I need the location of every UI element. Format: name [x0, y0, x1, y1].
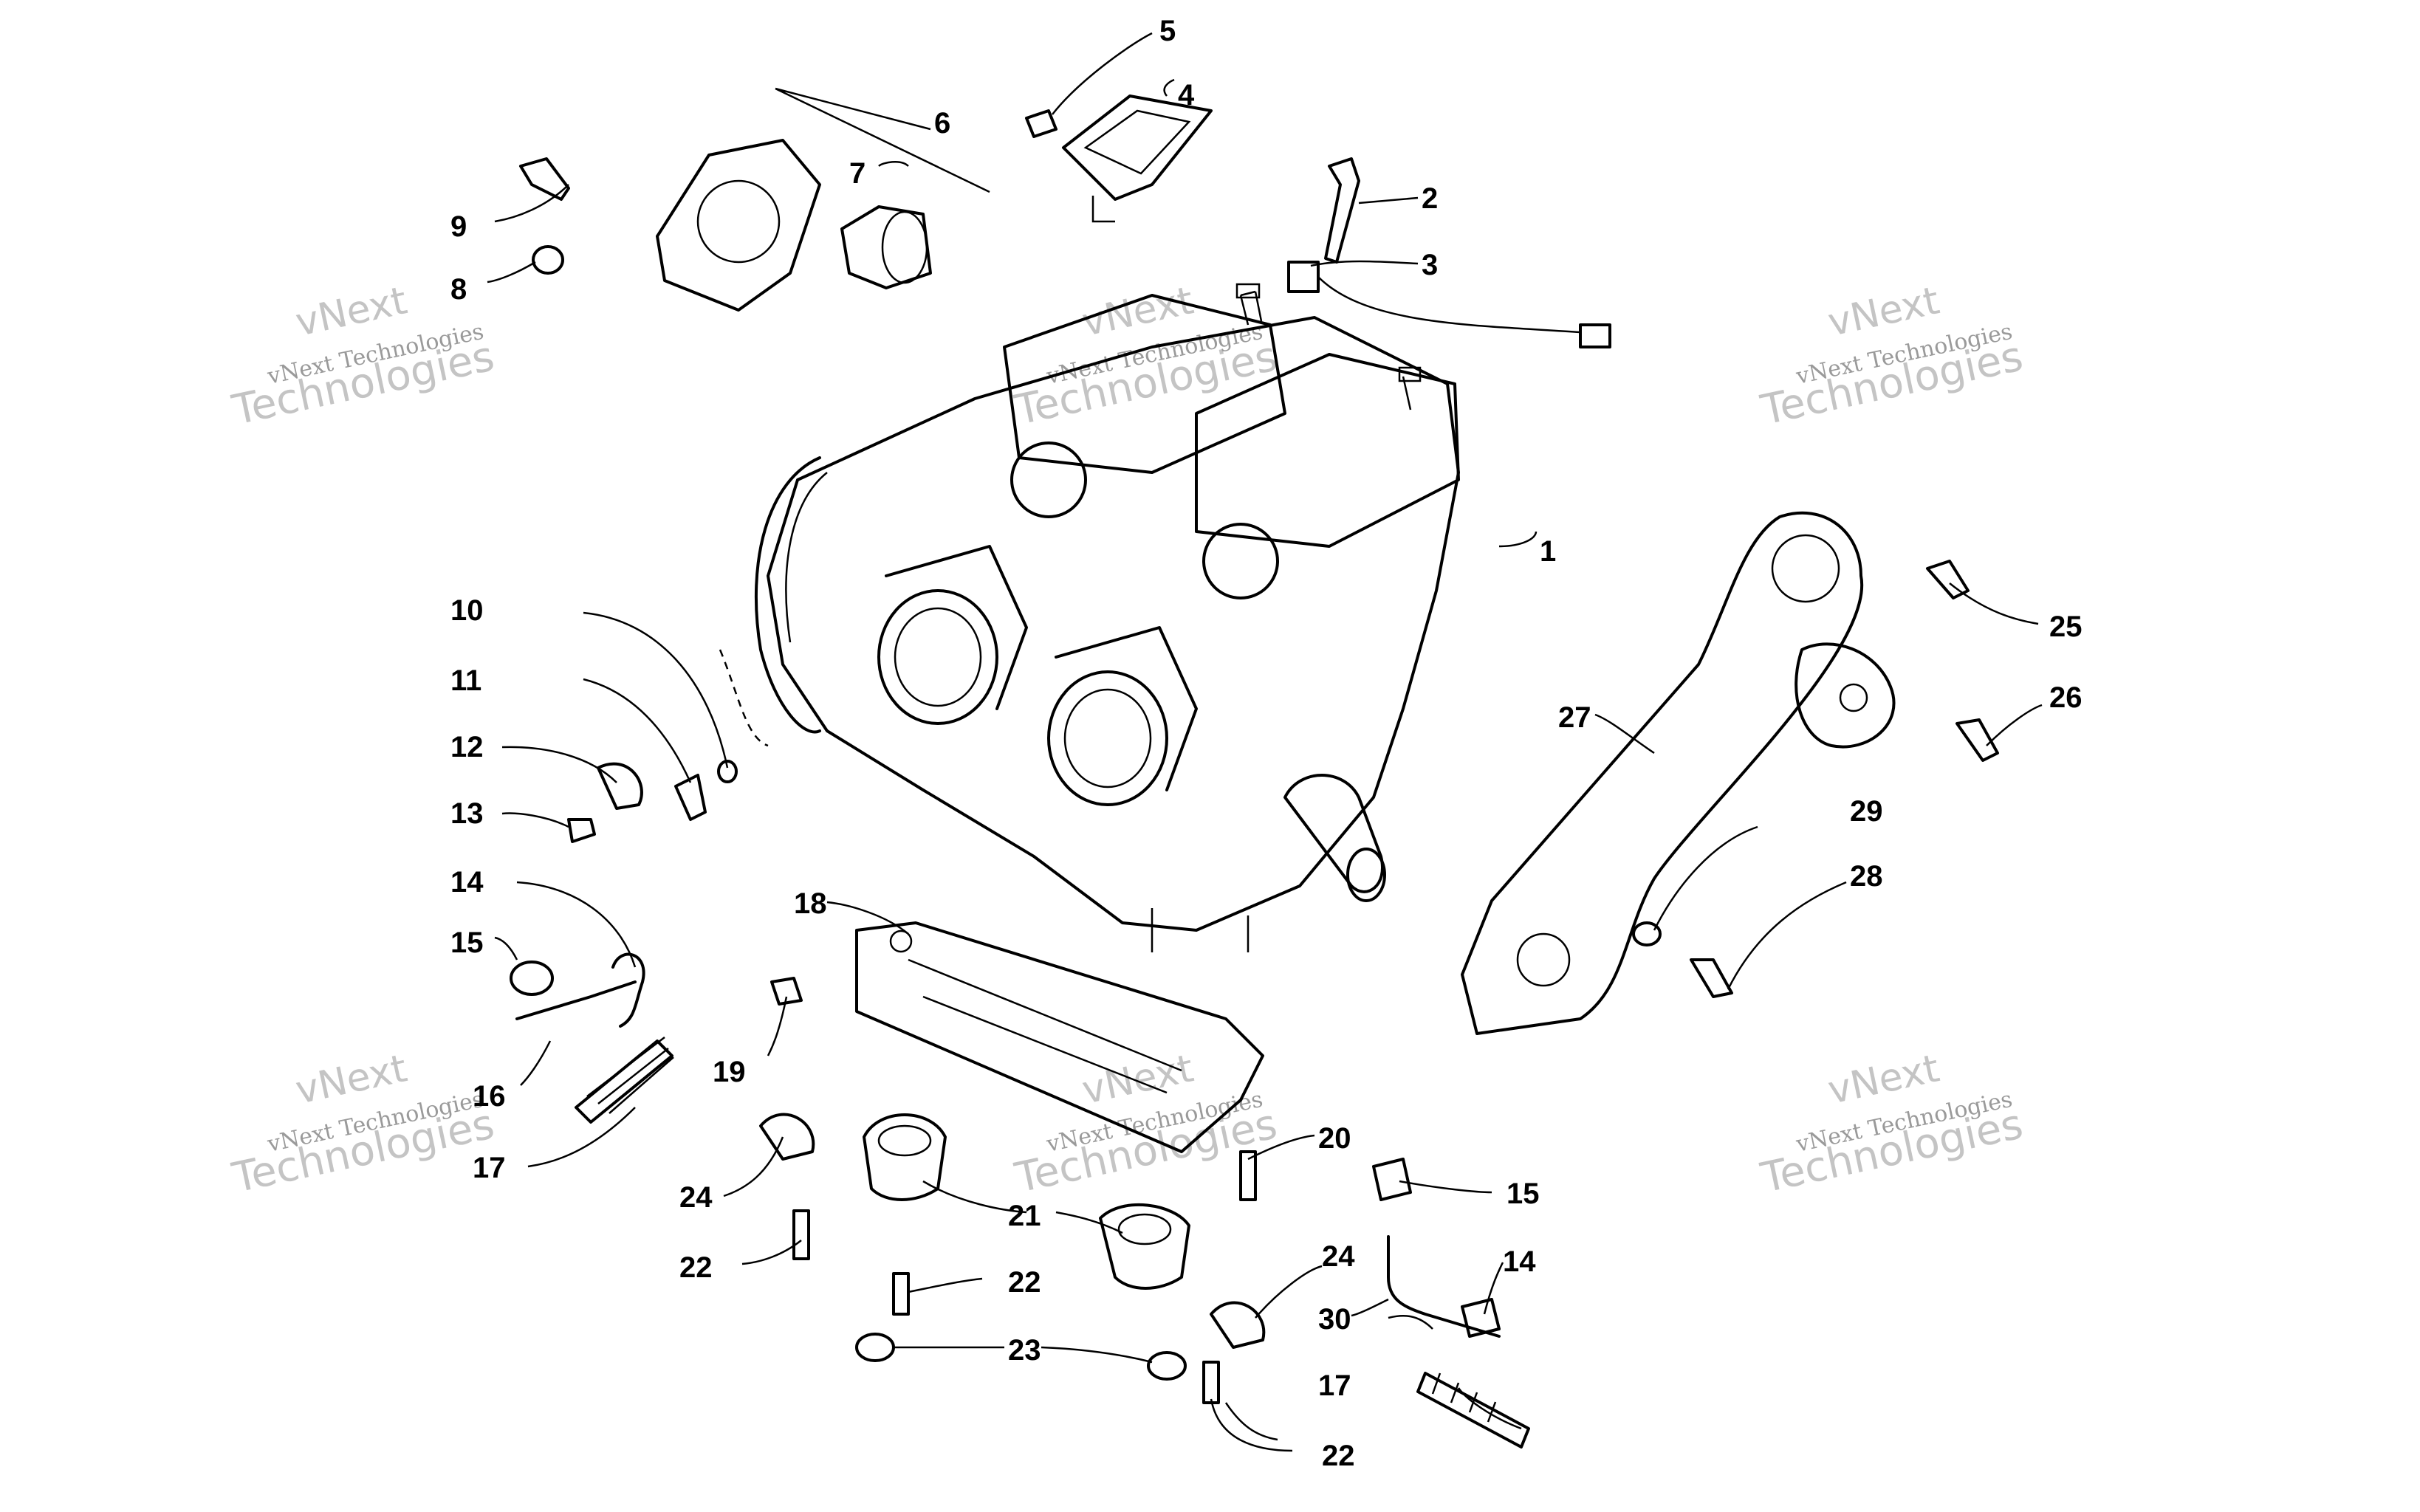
callout-14b: 14: [1503, 1245, 1536, 1278]
callout-6: 6: [934, 107, 950, 140]
handle-clip: [1025, 109, 1058, 138]
bolt-22a: [792, 1209, 810, 1260]
watermark-right-top: vNext Technologies vNext Technologies: [1756, 278, 2026, 434]
callout-22a: 22: [679, 1251, 713, 1284]
engine-block: [754, 283, 1460, 952]
callouts: 1 2 3 4 5 6 7 8 9 10 11 12 13 14 15 16 1…: [450, 15, 2083, 1472]
temp-sensor: [1287, 261, 1611, 348]
callout-22b: 22: [1008, 1266, 1041, 1299]
hose-assembly-right: [1387, 1235, 1501, 1338]
callout-18: 18: [794, 887, 827, 920]
clip-11: [674, 774, 707, 821]
callout-26: 26: [2049, 681, 2083, 714]
nut-10: [717, 760, 738, 783]
watermark-left-bottom: vNext Technologies vNext Technologies: [227, 1046, 498, 1202]
callout-17b: 17: [1318, 1370, 1351, 1402]
engine-mount-plate: [855, 921, 1264, 1153]
rubber-mount-left: [863, 1113, 947, 1201]
callout-10: 10: [450, 594, 484, 627]
washer-29: [1632, 921, 1662, 946]
bolt-19: [770, 977, 803, 1006]
spring-left: [575, 1037, 674, 1124]
callout-20: 20: [1318, 1122, 1351, 1155]
nut-23-right: [1147, 1351, 1187, 1381]
strap-24-right: [1210, 1301, 1266, 1349]
bolt-22c: [1202, 1361, 1220, 1404]
callout-7: 7: [849, 157, 865, 190]
fuel-line-dashed: [719, 649, 769, 747]
nut-13: [567, 818, 596, 843]
bolt-28: [1690, 958, 1733, 998]
callout-1: 1: [1540, 535, 1556, 568]
engine-bracket: [1461, 511, 1896, 1035]
bolt-22b: [892, 1272, 910, 1316]
watermark-center-top: vNext Technologies vNext Technologies: [1010, 278, 1281, 434]
recoil-pulley: [840, 205, 932, 289]
callout-13: 13: [450, 797, 484, 830]
watermark-brand: vNext: [1824, 1046, 1943, 1113]
callout-28: 28: [1850, 860, 1883, 893]
watermark-brand: vNext: [292, 278, 411, 345]
bolt-9: [519, 157, 570, 201]
callout-21: 21: [1008, 1200, 1041, 1232]
callout-30: 30: [1318, 1303, 1351, 1336]
watermark-right-bottom: vNext Technologies vNext Technologies: [1756, 1046, 2026, 1202]
washer-8: [532, 245, 564, 275]
callout-25: 25: [2049, 611, 2083, 643]
pull-handle: [1062, 94, 1213, 223]
callout-3: 3: [1422, 249, 1438, 281]
callout-15a: 15: [450, 927, 484, 959]
hose-assembly-left: [510, 952, 645, 1028]
bolt-25: [1926, 560, 1970, 599]
callout-15b: 15: [1506, 1178, 1540, 1210]
bolt-20: [1239, 1150, 1257, 1201]
callout-22c: 22: [1322, 1440, 1355, 1472]
callout-14a: 14: [450, 866, 484, 898]
callout-4: 4: [1178, 79, 1195, 111]
clamp-12: [597, 762, 643, 810]
callout-24a: 24: [679, 1181, 713, 1214]
callout-11: 11: [450, 664, 481, 697]
spring-right: [1416, 1372, 1530, 1449]
callout-9: 9: [450, 210, 467, 243]
callout-16: 16: [473, 1080, 506, 1113]
watermark-brand: vNext: [1824, 278, 1943, 345]
callout-8: 8: [450, 273, 467, 306]
rubber-mount-right: [1099, 1203, 1190, 1290]
recoil-housing: [656, 139, 821, 312]
callout-23: 23: [1008, 1334, 1041, 1367]
callout-19: 19: [713, 1056, 746, 1088]
callout-5: 5: [1159, 15, 1176, 47]
cap-15-right: [1372, 1158, 1412, 1201]
callout-29: 29: [1850, 795, 1883, 828]
bolt-26: [1955, 718, 1999, 762]
callout-2: 2: [1422, 182, 1438, 215]
leader-lines: [487, 32, 2043, 1452]
bolt-2: [1324, 157, 1360, 264]
callout-12: 12: [450, 731, 484, 763]
strap-24-left: [759, 1113, 815, 1161]
callout-27: 27: [1558, 701, 1591, 734]
callout-17a: 17: [473, 1152, 506, 1184]
nut-23-left: [855, 1333, 895, 1362]
callout-24b: 24: [1322, 1240, 1355, 1273]
watermark-brand: vNext: [292, 1046, 411, 1113]
